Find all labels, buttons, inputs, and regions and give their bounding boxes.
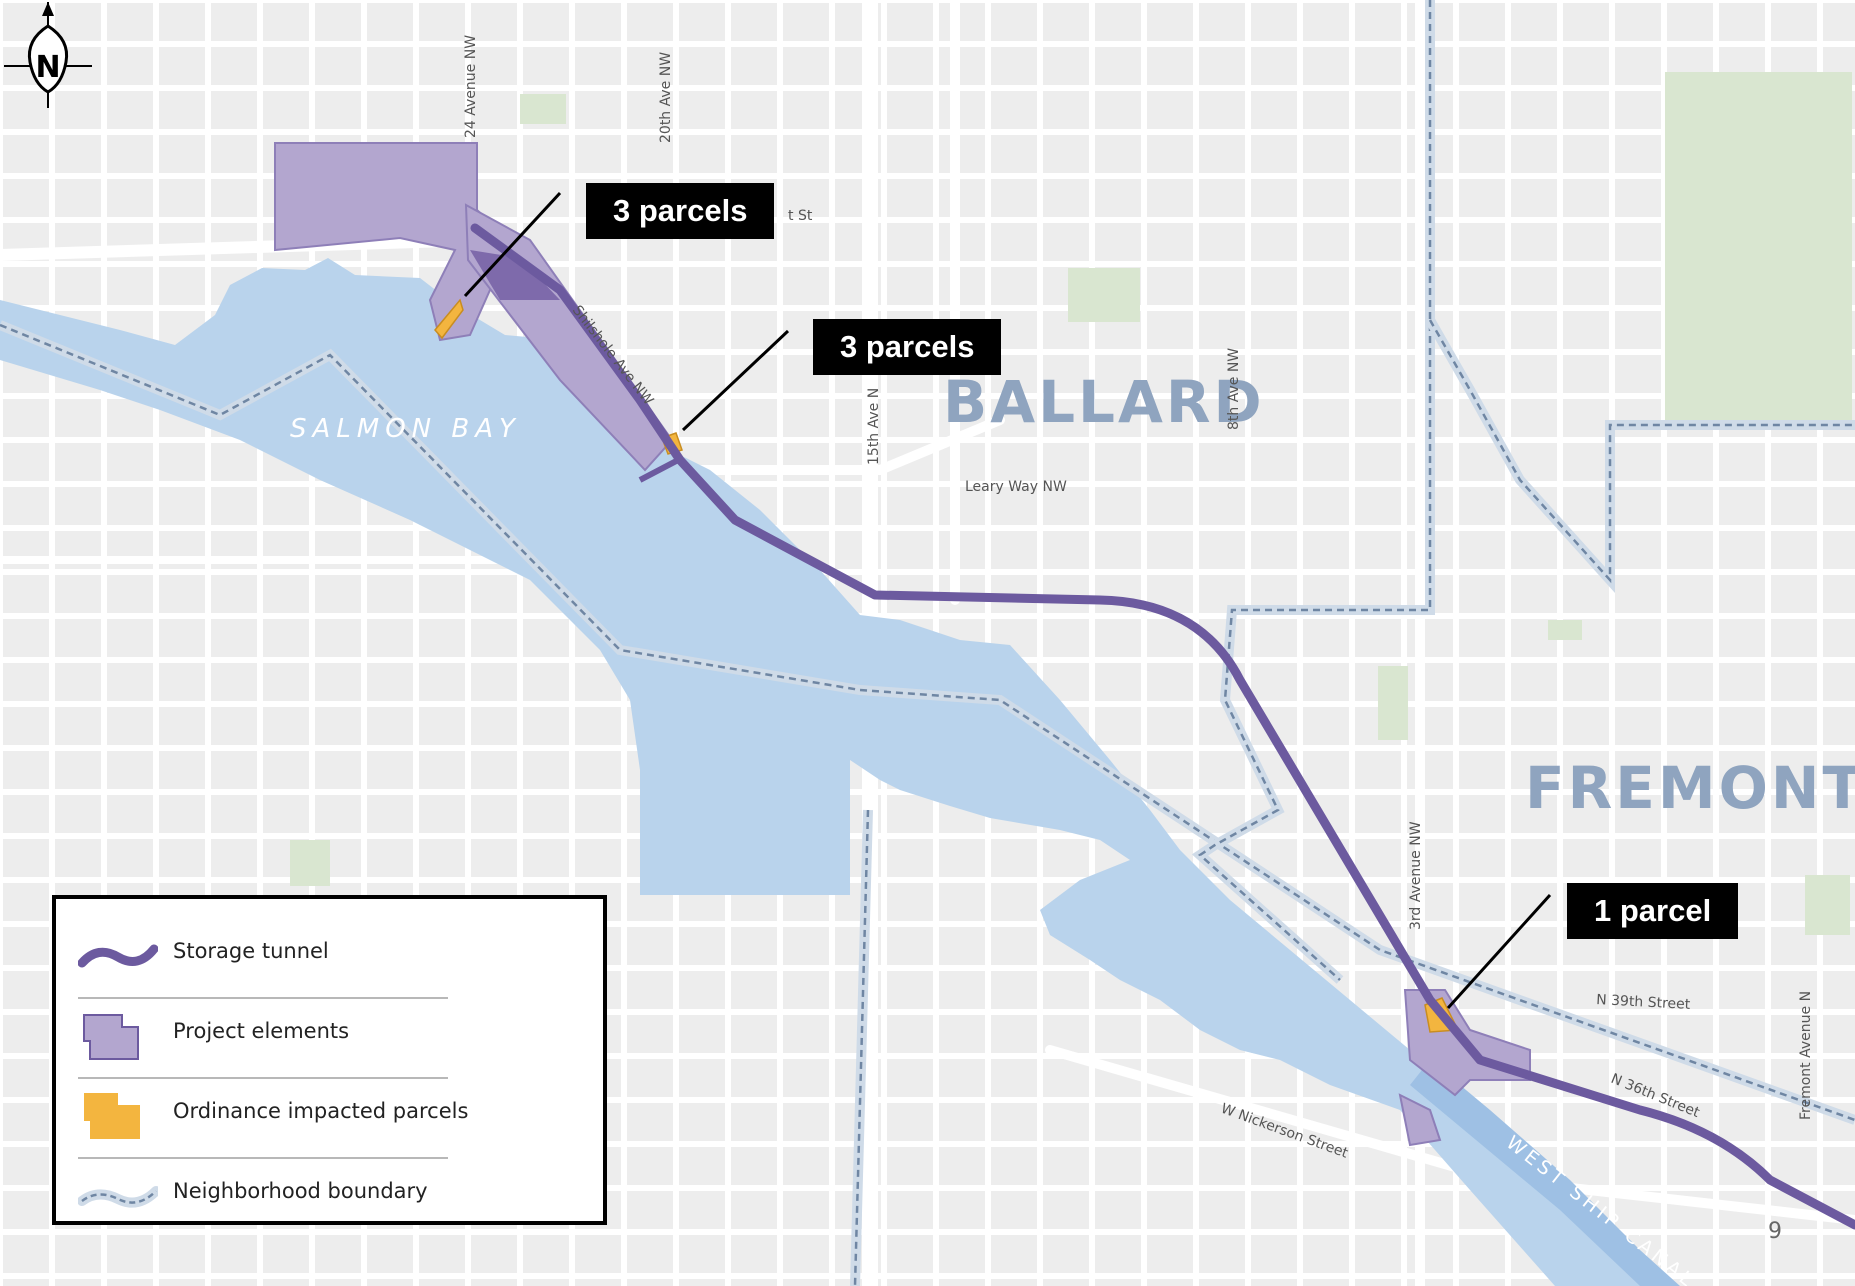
legend-item-project-elements: Project elements — [78, 1007, 478, 1063]
page-number: 9 — [1768, 1219, 1782, 1244]
legend-label: Storage tunnel — [173, 939, 329, 963]
label-fremont: FREMONT — [1525, 754, 1855, 822]
north-label: N — [35, 50, 60, 85]
tunnel-line-icon — [78, 944, 158, 968]
legend-item-storage-tunnel: Storage tunnel — [78, 927, 478, 983]
project-polygon-icon — [83, 1014, 139, 1060]
callout-leaders — [463, 191, 1552, 1010]
storage-tunnel — [470, 223, 1855, 1230]
street-20-ave: 20th Ave NW — [658, 52, 674, 143]
label-ballard: BALLARD — [943, 368, 1265, 436]
salmon-bay-water — [0, 258, 1660, 1286]
tunnel-spur — [638, 455, 684, 483]
street-fremont-ave: Fremont Avenue N — [1798, 991, 1814, 1120]
street-15-ave: 15th Ave N — [866, 388, 882, 465]
callout-1-parcel: 1 parcel — [1567, 883, 1739, 939]
street-leary: Leary Way NW — [965, 479, 1067, 495]
callout-3-parcels-west: 3 parcels — [586, 183, 775, 239]
legend-divider — [78, 1077, 448, 1079]
legend-divider — [78, 997, 448, 999]
legend-divider — [78, 1157, 448, 1159]
legend-item-impacted-parcels: Ordinance impacted parcels — [78, 1087, 478, 1143]
label-salmon-bay: SALMON BAY — [290, 414, 521, 444]
legend-item-neighborhood-boundary: Neighborhood boundary — [78, 1167, 478, 1223]
street-n39: N 39th Street — [1596, 992, 1691, 1013]
callout-3-parcels-east: 3 parcels — [813, 319, 1002, 375]
north-arrow-icon: N — [4, 2, 92, 108]
ship-canal-channel — [1410, 1060, 1680, 1286]
parcel-polygon-icon — [84, 1093, 140, 1139]
legend-label: Project elements — [173, 1019, 350, 1043]
map-legend: Storage tunnel Project elements Ordinanc… — [52, 895, 607, 1225]
parks — [290, 72, 1852, 935]
project-element-dark — [470, 250, 560, 300]
street-24-ave: 24 Avenue NW — [463, 35, 479, 138]
street-nw-st: t St — [788, 208, 813, 224]
street-3-ave: 3rd Avenue NW — [1408, 821, 1424, 930]
legend-label: Neighborhood boundary — [173, 1179, 428, 1203]
boundary-line-icon — [78, 1186, 158, 1208]
legend-label: Ordinance impacted parcels — [173, 1099, 469, 1123]
street-8-ave: 8th Ave NW — [1226, 348, 1242, 430]
